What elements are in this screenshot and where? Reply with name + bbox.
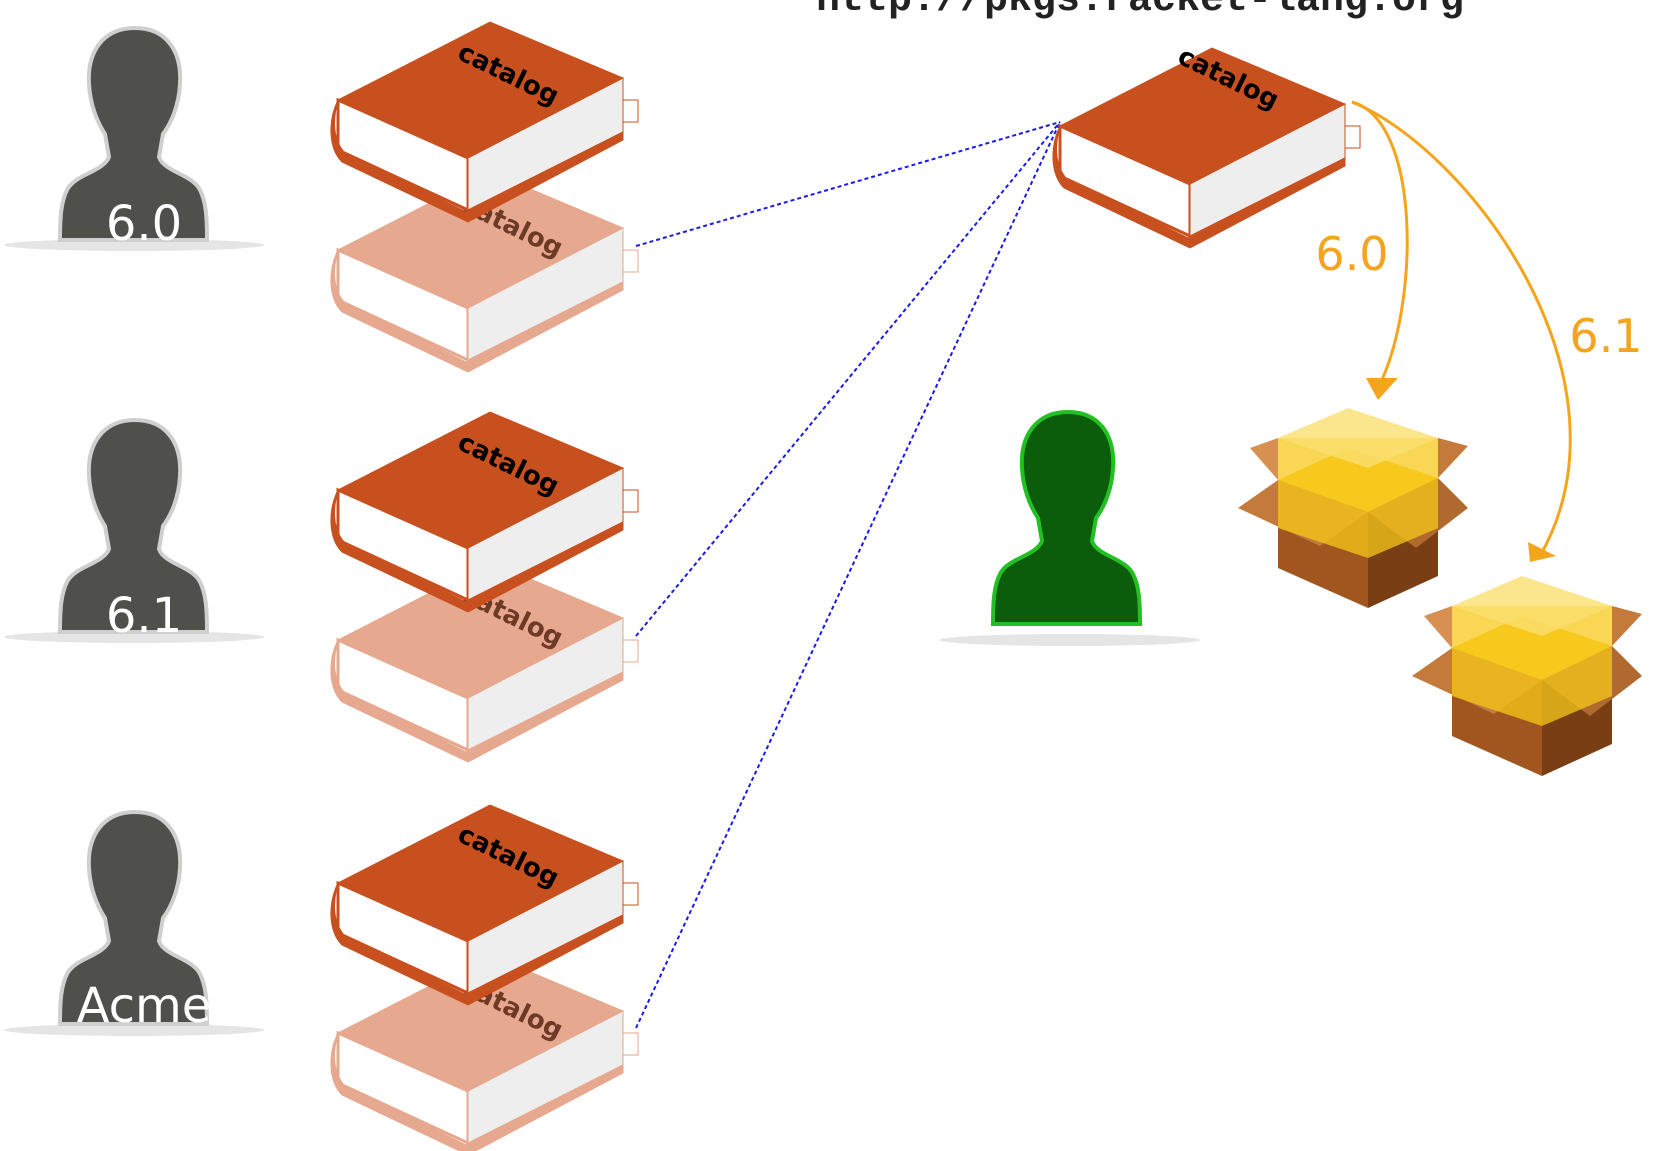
server-catalog: catalog bbox=[1051, 41, 1362, 250]
package-box-icon bbox=[1238, 408, 1468, 608]
user-label: 6.0 bbox=[106, 196, 182, 252]
link-line-3 bbox=[635, 121, 1061, 1029]
catalog-links bbox=[635, 121, 1061, 1029]
user-label: Acme bbox=[77, 978, 212, 1034]
user-3: Acme bbox=[4, 810, 264, 1036]
version-label-6-1: 6.1 bbox=[1569, 309, 1642, 363]
version-arrows bbox=[1351, 100, 1572, 557]
person-icon bbox=[991, 410, 1142, 626]
catalog-server-url: http://pkgs.racket-lang.org bbox=[816, 0, 1464, 23]
user-1: 6.0 bbox=[4, 26, 264, 252]
package-box-icon bbox=[1412, 576, 1642, 776]
link-line-1 bbox=[635, 121, 1061, 247]
arrow-6-0 bbox=[1351, 100, 1409, 385]
arrowhead-icon bbox=[1528, 542, 1556, 562]
user-2: 6.1 bbox=[4, 418, 264, 644]
book-stack-3: catalog catalog bbox=[329, 803, 640, 1151]
version-label-6-0: 6.0 bbox=[1315, 227, 1388, 281]
arrow-6-1 bbox=[1351, 100, 1572, 557]
book-stack-2: catalog catalog bbox=[329, 410, 640, 764]
arrowhead-icon bbox=[1366, 378, 1398, 400]
user-label: 6.1 bbox=[106, 588, 182, 644]
book-stack-1: catalog catalog bbox=[329, 20, 640, 374]
link-line-2 bbox=[635, 121, 1061, 637]
green-user bbox=[940, 410, 1200, 646]
